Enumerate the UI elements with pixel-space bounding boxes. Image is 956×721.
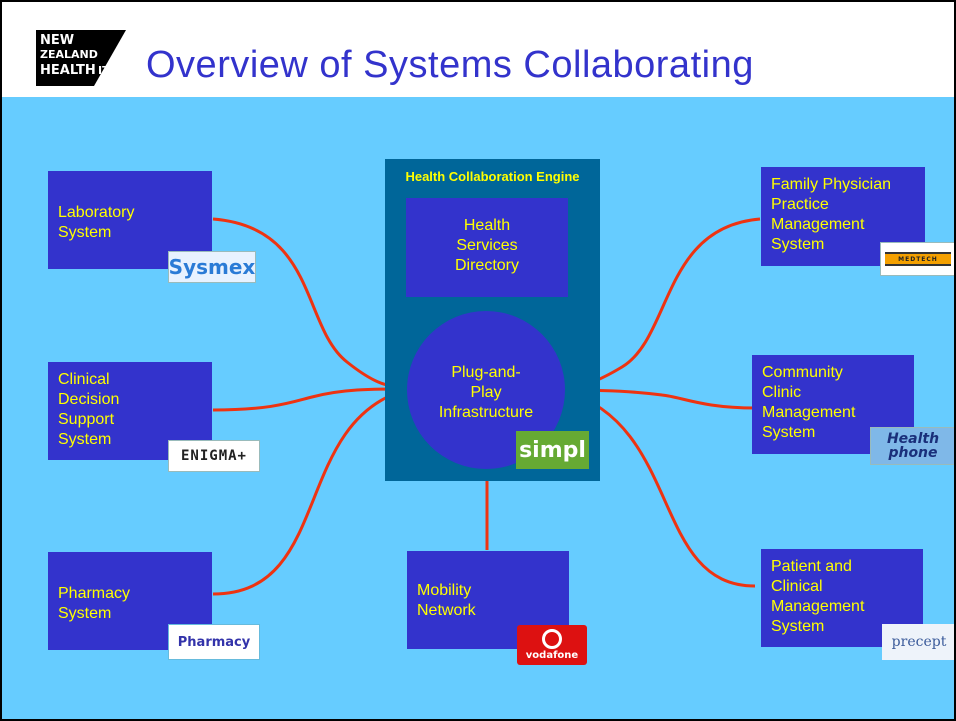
pharmacy-system-box: Pharmacy System (48, 552, 212, 650)
link-laboratory (212, 217, 403, 389)
link-pharmacy (212, 389, 403, 596)
engine-title: Health Collaboration Engine (405, 169, 580, 184)
simpl-logo: simpl (516, 431, 589, 469)
diagram-canvas: Laboratory System Sysmex Clinical Decisi… (2, 97, 954, 719)
slide-header: NEW ZEALAND HEALTH IT Overview of System… (2, 2, 954, 97)
pharmacy-logo: Pharmacy (168, 624, 260, 660)
family-physician-vendor-logo: MEDTECH (880, 242, 954, 276)
health-services-directory-box: Health Services Directory (406, 198, 568, 297)
svg-text:ZEALAND: ZEALAND (40, 48, 98, 61)
new-zealand-health-it-logo: NEW ZEALAND HEALTH IT (36, 30, 126, 86)
enigma-logo: ENIGMA+ (168, 440, 260, 472)
link-patient-clinical (566, 390, 756, 588)
vodafone-icon (542, 629, 562, 649)
page-title: Overview of Systems Collaborating (146, 44, 754, 86)
svg-text:IT: IT (98, 64, 110, 77)
sysmex-logo: Sysmex (168, 251, 256, 283)
svg-text:NEW: NEW (40, 33, 74, 48)
vodafone-logo: vodafone (517, 625, 587, 665)
mobility-network-box: Mobility Network (407, 551, 569, 649)
precept-logo: precept (882, 624, 954, 660)
link-clinical-decision (212, 387, 403, 412)
family-physician-system-box: Family Physician Practice Management Sys… (761, 167, 925, 266)
healthphone-logo: Health phone (870, 427, 954, 465)
svg-text:HEALTH: HEALTH (40, 63, 96, 78)
